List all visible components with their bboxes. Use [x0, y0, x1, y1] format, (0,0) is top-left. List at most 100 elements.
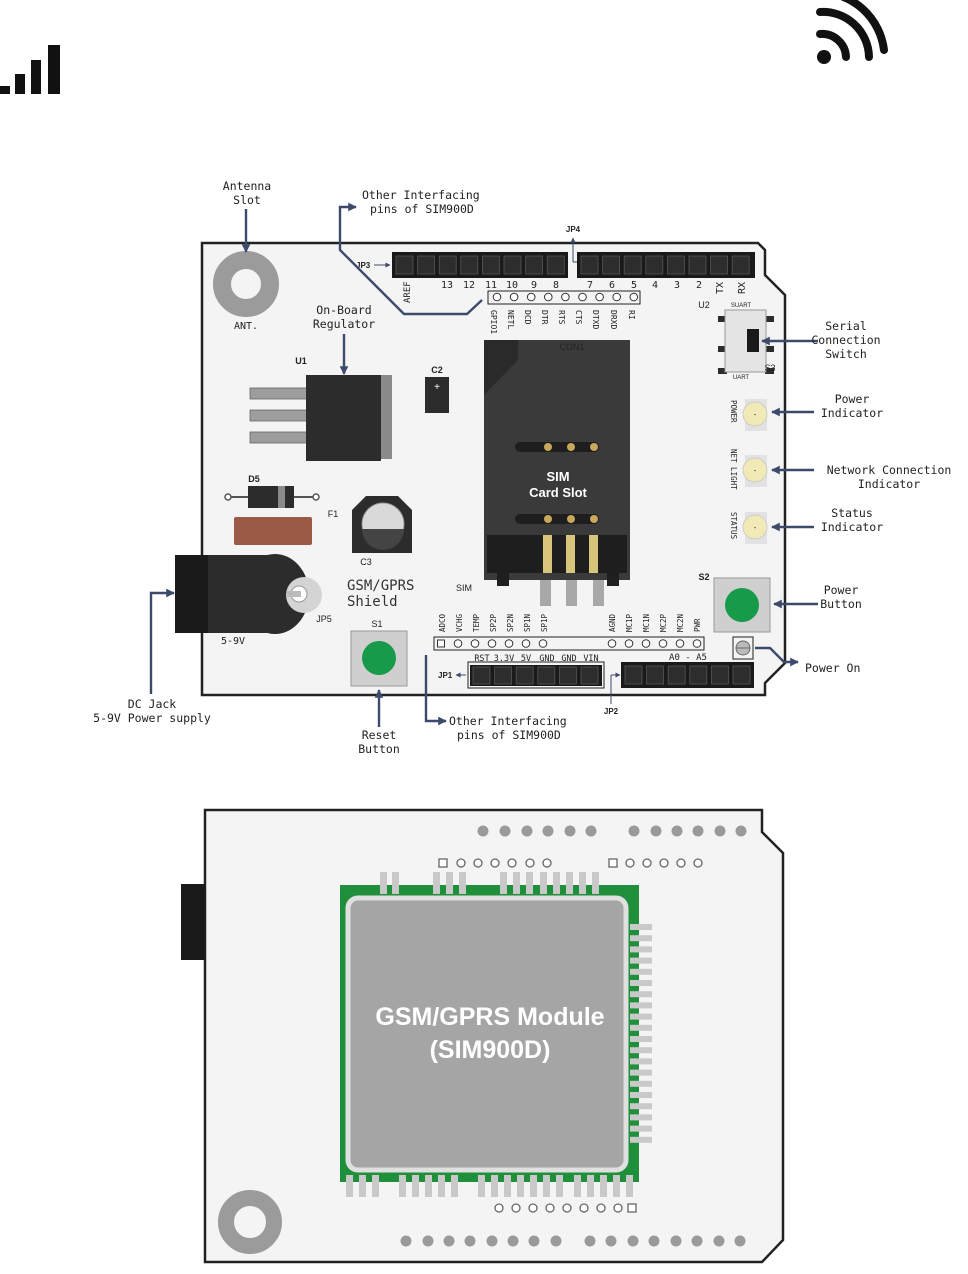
module-pin: [543, 1175, 550, 1197]
header-pad: [734, 1235, 746, 1247]
label-power-on: Power On: [805, 661, 860, 675]
module-pin: [630, 1080, 652, 1087]
header-pad: [714, 825, 726, 837]
module-pin: [513, 872, 520, 894]
module-pin: [530, 1175, 537, 1197]
led-power: - POWER: [729, 399, 768, 431]
label-power-btn-2: Button: [820, 597, 862, 611]
module-pin: [630, 1136, 652, 1143]
header-pad: [464, 1235, 476, 1247]
u1-label: U1: [295, 356, 307, 366]
s3-label: S3: [764, 363, 775, 373]
module-pin: [438, 1175, 445, 1197]
pin-cts: CTS: [574, 310, 583, 325]
pin-dcd: DCD: [523, 310, 532, 325]
header-pad: [521, 825, 533, 837]
pin-hole: [659, 858, 669, 868]
pin-hole: [595, 292, 604, 302]
header-pad: [585, 825, 597, 837]
module-pin: [592, 872, 599, 894]
pin-adco: ADCO: [438, 613, 447, 632]
jp3-pin-10: 10: [506, 280, 518, 291]
header-pad: [735, 825, 747, 837]
module-pin: [566, 872, 573, 894]
header-pin: [710, 255, 728, 275]
jp3-header: JP3 AREF 13 12 11 10 9 8: [356, 252, 568, 303]
module-pin: [630, 924, 652, 930]
pin-hole: [607, 639, 617, 648]
label-power-ind-2: Indicator: [821, 406, 883, 420]
pin-hole: [473, 858, 483, 868]
pin-hole: [545, 1203, 555, 1213]
module-pin: [451, 1175, 458, 1197]
header-pad: [713, 1235, 725, 1247]
callout-arrows: [149, 202, 818, 727]
label-serial-2: Connection: [811, 333, 880, 347]
pin-hole: [627, 1203, 637, 1213]
pin-hole: [676, 858, 686, 868]
pin-hole: [642, 858, 652, 868]
s1-label: S1: [371, 619, 382, 629]
d5-label: D5: [248, 474, 260, 484]
jp2-pins-label: A0 - A5: [669, 653, 707, 663]
module-title-line2: (SIM900D): [430, 1036, 551, 1064]
pin-dtxd: DTXD: [591, 310, 600, 329]
pin-hole: [578, 292, 587, 302]
header-pin: [494, 666, 513, 685]
module-pin: [540, 872, 547, 894]
pin-mc1n: MC1N: [642, 614, 651, 632]
module-pin: [630, 1114, 652, 1121]
label-regulator-1: On-Board: [316, 303, 371, 317]
pin-hole: [504, 639, 514, 648]
pin-hole: [453, 639, 463, 648]
led-status: - STATUS: [729, 512, 768, 544]
module-pin: [600, 1175, 607, 1197]
pin-drxd: DRXD: [609, 310, 618, 329]
label-antenna-1: Antenna: [223, 179, 271, 193]
module-pin: [500, 872, 507, 894]
jp5-label: JP5: [316, 614, 332, 624]
pin-hole: [507, 858, 517, 868]
label-other-bottom-2: pins of SIM900D: [457, 728, 561, 742]
module-pin: [504, 1175, 511, 1197]
header-pin: [580, 666, 599, 685]
header-pad: [542, 825, 554, 837]
label-serial-1: Serial: [825, 319, 867, 333]
jp1-pin-vin: VIN: [583, 654, 598, 664]
header-pad: [550, 1235, 562, 1247]
label-reset-2: Button: [358, 742, 400, 756]
jp4-pin-rx: RX: [737, 282, 748, 294]
module-pin: [526, 872, 533, 894]
u1-regulator: U1: [249, 356, 392, 461]
pin-hole: [511, 1203, 521, 1213]
header-pad: [486, 1235, 498, 1247]
wifi-icon: [816, 0, 888, 64]
module-pin: [630, 957, 652, 964]
jp2-header: A0 - A5 JP2: [604, 653, 754, 716]
top-sim-pin-row: GPIO1 NETL DCD DTR RTS CTS DTXD DRXD RI: [487, 290, 641, 334]
module-pin: [630, 1058, 652, 1065]
jp4-pin-4: 4: [652, 280, 658, 291]
pin-hole: [492, 292, 502, 302]
header-pin: [667, 255, 685, 275]
s2-power-button: S2: [698, 572, 771, 633]
header-pad: [650, 825, 662, 837]
module-pin: [491, 1175, 498, 1197]
header-pin: [481, 255, 500, 275]
module-pin: [478, 1175, 485, 1197]
board-title: GSM/GPRS Shield: [347, 578, 414, 610]
pin-hole: [487, 639, 497, 648]
sim-slot-line2: Card Slot: [529, 485, 587, 500]
header-pin: [688, 255, 707, 275]
pin-sp1p: SP1P: [540, 613, 549, 632]
c2-label: C2: [431, 365, 443, 375]
module-pin: [630, 1069, 652, 1076]
ant-label: ANT.: [234, 321, 258, 332]
pin-dtr: DTR: [540, 310, 549, 325]
header-pin: [623, 255, 642, 275]
module-pin: [587, 1175, 594, 1197]
pin-hole: [438, 858, 448, 868]
label-network-1: Network Connection: [827, 463, 952, 477]
